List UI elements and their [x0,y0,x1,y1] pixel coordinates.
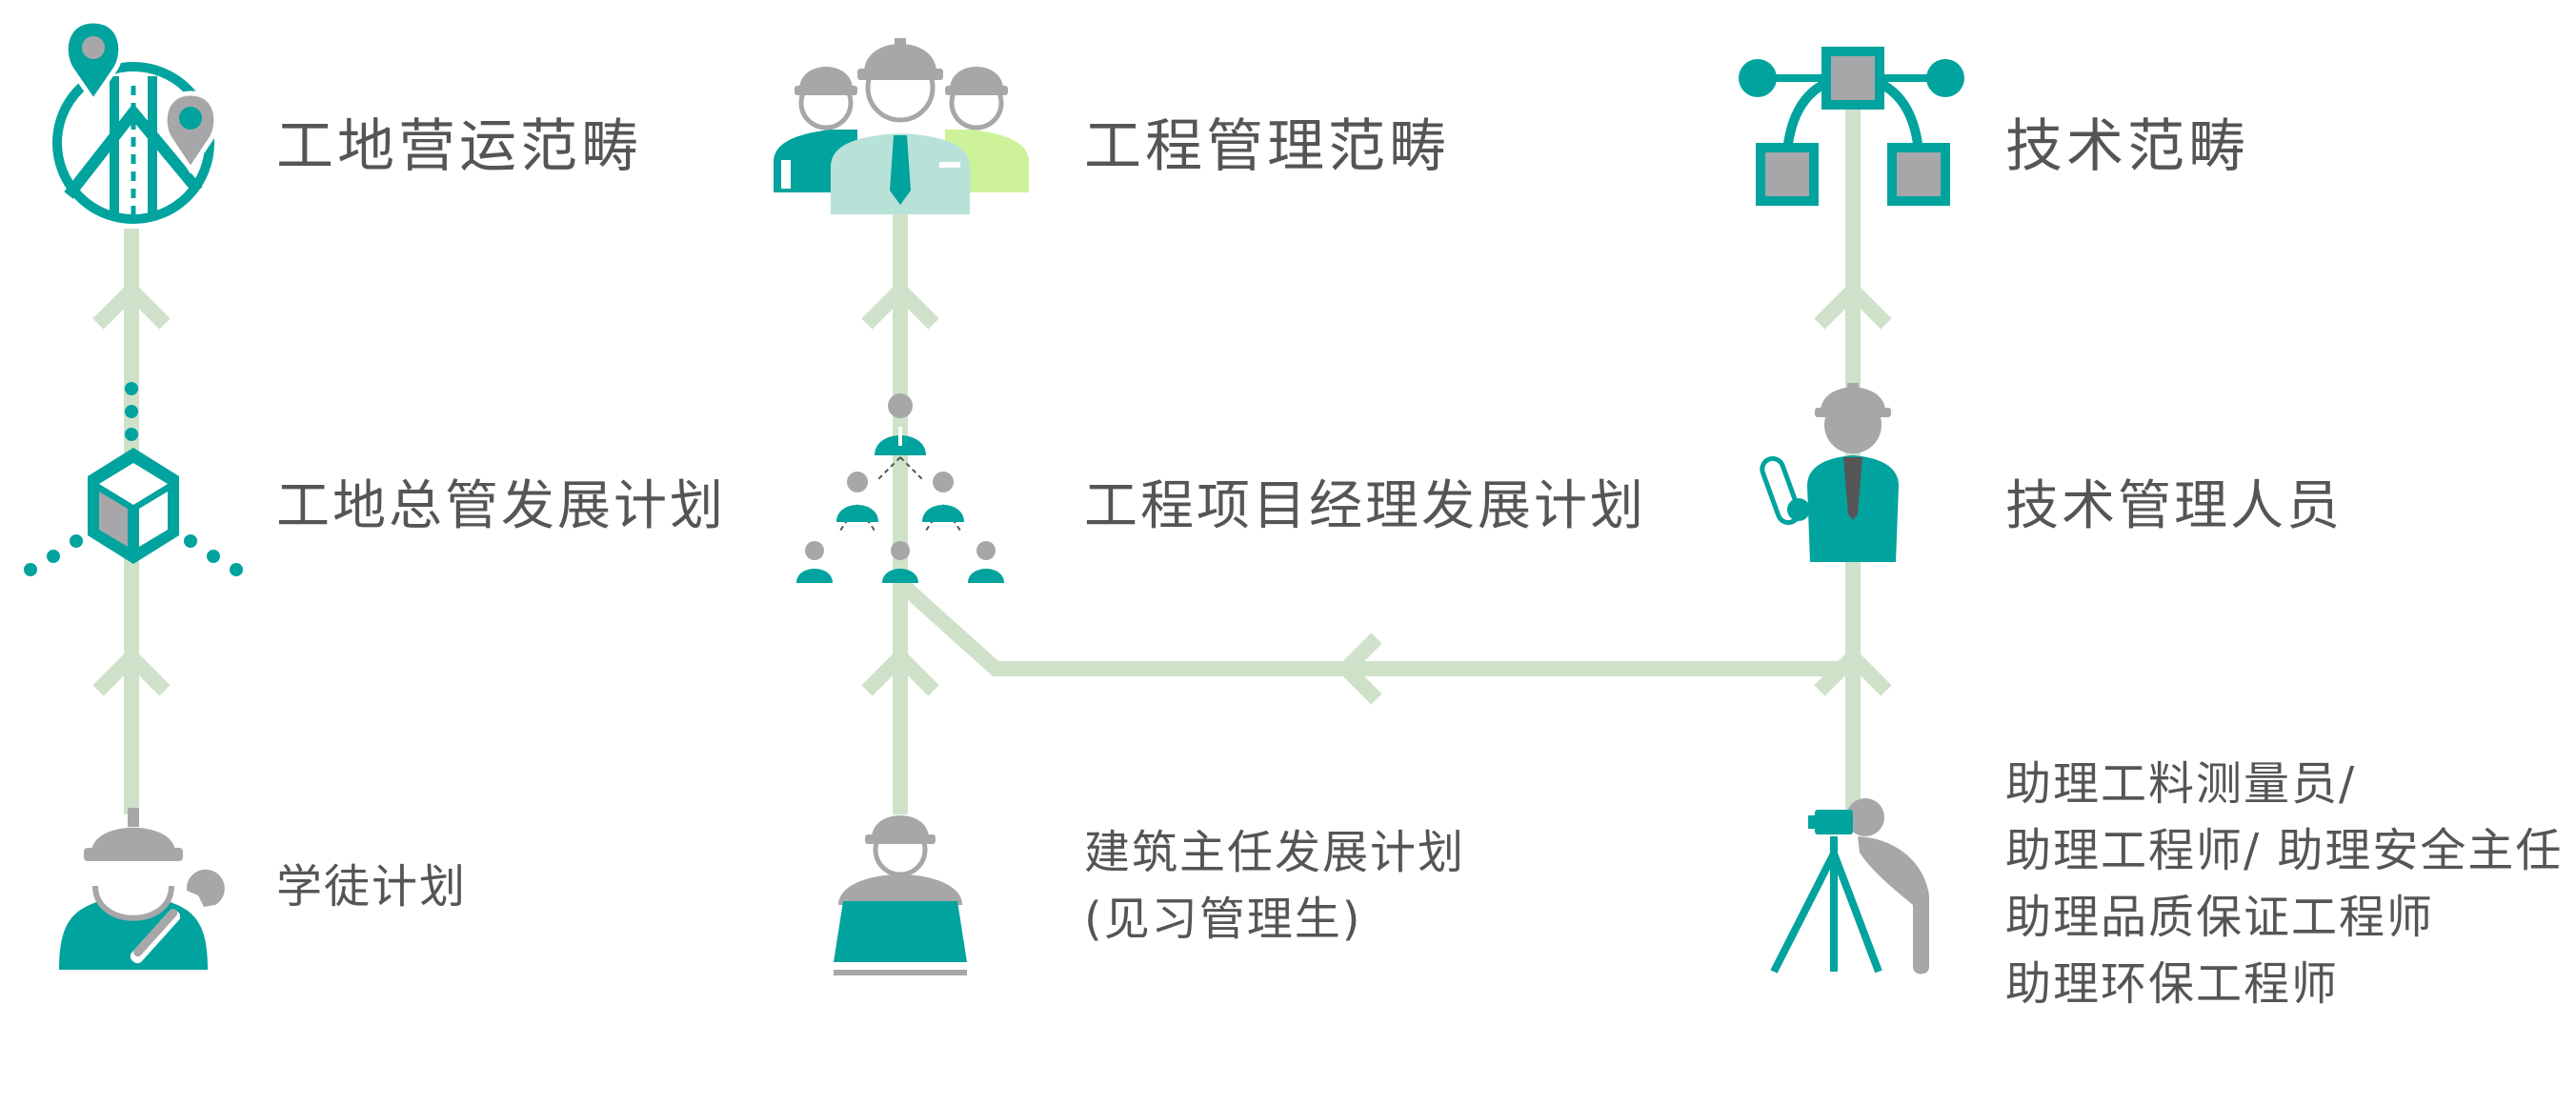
entry-line: 建筑主任发展计划 [1084,826,1466,879]
entry-line: 助理环保工程师 [2005,957,2340,1011]
person-icon [968,541,1004,583]
category-label-engineering-management: 工程管理范畴 [1084,113,1450,180]
plan-label-site-manager: 工地总管发展计划 [276,475,726,537]
cube-icon [24,448,243,576]
connector-paths [92,95,1892,819]
entry-label-building-officer: 建筑主任发展计划 (见习管理生) [1084,819,1465,953]
map-pin-icon [52,18,219,224]
category-label-technical: 技术范畴 [2005,113,2249,180]
arrow-up-icon [861,646,939,696]
person-icon [875,393,926,455]
arrow-up-icon [861,279,939,330]
surveyor-tripod-icon [1770,798,1929,974]
entry-label-apprentice: 学徒计划 [276,854,467,920]
path-line-cross-transfer [895,577,1853,676]
laptop-worker-icon [834,815,967,975]
entry-line: 助理工程师/ 助理安全主任 [2005,824,2564,877]
plan-label-project-manager: 工程项目经理发展计划 [1084,475,1646,537]
vector-nodes-icon [1739,47,1964,206]
plan-label-technical-manager: 技术管理人员 [2005,475,2343,537]
arrow-up-icon [92,646,171,696]
engineer-blueprint-icon [1760,383,1899,562]
category-label-site-operations: 工地营运范畴 [276,113,642,180]
person-icon [882,541,918,583]
arrow-up-icon [1814,646,1892,696]
person-icon [796,541,833,583]
dotted-connector [125,382,138,441]
entry-line: 助理品质保证工程师 [2005,891,2435,944]
arrow-left-icon [1335,633,1382,705]
entry-line: 助理工料测量员/ [2005,757,2357,811]
arrow-up-icon [1814,279,1892,330]
org-chart-icon [796,393,1004,583]
entry-label-assistant-roles: 助理工料测量员/ 助理工程师/ 助理安全主任 助理品质保证工程师 助理环保工程师 [2005,751,2563,1017]
entry-line: (见习管理生) [1084,893,1362,946]
team-workers-icon [774,38,1029,214]
apprentice-worker-icon [59,808,225,970]
entry-line: 学徒计划 [276,860,468,914]
arrow-up-icon [92,279,171,330]
person-icon [922,472,964,522]
person-icon [836,472,878,522]
